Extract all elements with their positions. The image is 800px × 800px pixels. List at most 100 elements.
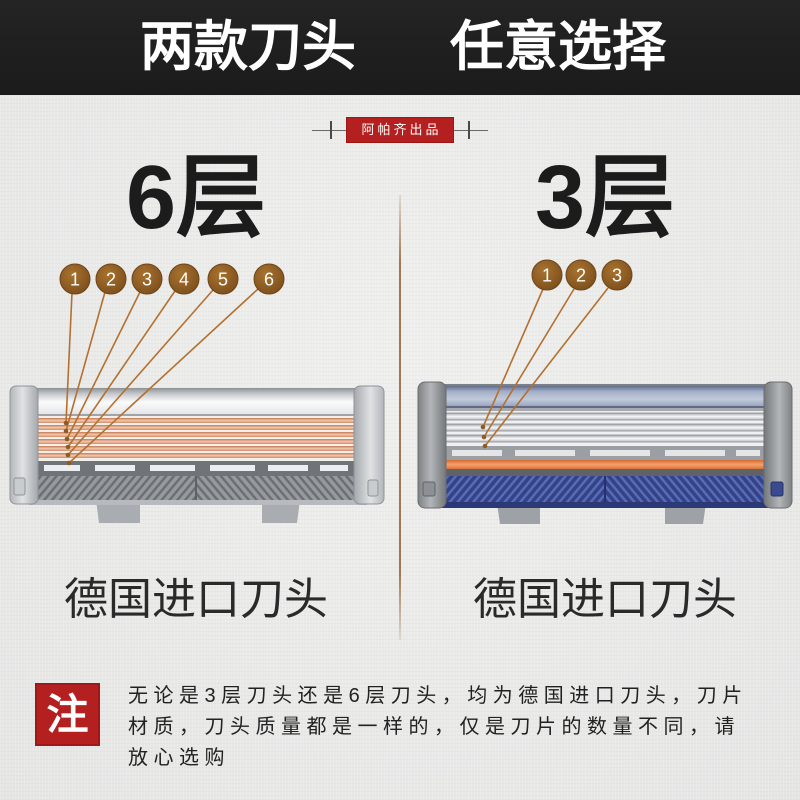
marker-number: 3 <box>142 270 152 290</box>
callout-line <box>483 288 575 438</box>
guard-slot <box>515 450 575 456</box>
end-cap <box>9 385 39 505</box>
comb-guard <box>440 476 605 504</box>
note-line: 材质，刀头质量都是一样的，仅是刀片的数量不同，请 <box>128 716 740 738</box>
blade <box>38 432 354 437</box>
marker-circle <box>131 263 163 295</box>
callout-line <box>67 289 214 456</box>
cartridge-foot <box>665 503 706 524</box>
marker-number: 4 <box>179 270 189 290</box>
marker-number: 2 <box>576 266 586 286</box>
guard-slot <box>736 450 760 456</box>
end-cap <box>763 381 793 509</box>
callout-dot <box>63 420 69 426</box>
banner-title-right: 任意选择 <box>450 17 666 77</box>
callout-dot <box>481 434 487 440</box>
end-cap <box>417 381 447 509</box>
end-clip <box>13 477 26 496</box>
six-layer-callout-dots <box>63 420 72 466</box>
callout-line <box>65 292 73 424</box>
note-badge: 注 <box>35 683 100 746</box>
marker-circle <box>253 263 285 295</box>
orange-strip <box>444 460 766 469</box>
end-clip <box>422 481 436 497</box>
blade <box>445 423 765 432</box>
blade-frame <box>444 408 766 411</box>
callout-line <box>484 287 609 447</box>
cartridge-foot <box>497 503 540 524</box>
marker-circle <box>565 259 597 291</box>
guard-slot <box>590 450 650 456</box>
blade <box>38 446 354 451</box>
note-text: 无论是3层刀头还是6层刀头，均为德国进口刀头，刀片 材质，刀头质量都是一样的，仅… <box>128 681 788 774</box>
guard-slot <box>210 465 255 471</box>
stamp-rule-right <box>454 130 488 131</box>
marker-number: 1 <box>70 270 80 290</box>
blade <box>38 425 354 430</box>
callout-dot <box>64 436 70 442</box>
marker-number: 3 <box>612 266 622 286</box>
note-line: 放心选购 <box>128 747 230 769</box>
marker-number: 6 <box>264 270 274 290</box>
three-layer-callouts <box>482 287 609 447</box>
six-layer-title: 6层 <box>125 148 267 248</box>
three-layer-markers: 1 2 3 <box>531 259 633 291</box>
comb-guard <box>605 476 770 504</box>
callout-dot <box>65 444 71 450</box>
lower-bar <box>444 469 766 476</box>
comb-guard <box>36 476 196 502</box>
marker-circle <box>531 259 563 291</box>
six-layer-callouts <box>65 288 259 464</box>
guard-slot <box>320 465 348 471</box>
callout-line <box>67 290 176 448</box>
guard-slot <box>665 450 725 456</box>
marker-number: 5 <box>218 270 228 290</box>
guard-slot <box>150 465 195 471</box>
comb-seam <box>195 476 197 502</box>
blade <box>445 412 765 421</box>
guard-slot <box>95 465 135 471</box>
marker-circle <box>601 259 633 291</box>
three-layer-callout-dots <box>480 424 488 449</box>
comb-seam <box>604 476 606 504</box>
end-cap <box>353 385 385 505</box>
six-layer-markers: 1 2 3 4 5 6 <box>59 263 285 295</box>
callout-dot <box>482 443 488 449</box>
callout-line <box>66 291 141 440</box>
guard-slot <box>44 465 80 471</box>
cartridge-foot <box>96 500 140 523</box>
blade <box>38 453 354 458</box>
three-layer-caption: 德国进口刀头 <box>473 575 737 624</box>
guard-bar <box>36 461 356 476</box>
marker-circle <box>207 263 239 295</box>
stamp-rule-left <box>312 130 346 131</box>
callout-line <box>68 288 259 464</box>
callout-dot <box>480 424 486 430</box>
callout-dot <box>63 428 69 434</box>
lubricating-strip <box>36 388 356 416</box>
callout-line <box>65 291 106 432</box>
blade <box>38 439 354 444</box>
column-divider <box>399 195 401 640</box>
bottom-rim <box>432 502 780 508</box>
stamp-tick-left <box>330 121 332 139</box>
cartridge-foot <box>262 500 300 523</box>
stamp-tick-right <box>468 121 470 139</box>
guard-slot <box>268 465 308 471</box>
marker-number: 1 <box>542 266 552 286</box>
bottom-rim <box>28 500 368 505</box>
three-layer-title: 3层 <box>534 148 676 248</box>
six-blade-cartridge <box>9 385 385 523</box>
strip-edge <box>36 414 356 416</box>
brand-stamp: 阿帕齐出品 <box>346 117 454 143</box>
guard-slot <box>452 450 502 456</box>
strip-edge <box>444 406 766 408</box>
marker-circle <box>59 263 91 295</box>
note-line: 无论是3层刀头还是6层刀头，均为德国进口刀头，刀片 <box>128 685 748 707</box>
callout-dot <box>65 452 71 458</box>
six-layer-caption: 德国进口刀头 <box>64 575 328 624</box>
banner-title-left: 两款刀头 <box>140 17 356 77</box>
lubricating-strip <box>444 386 766 408</box>
blade <box>38 418 354 423</box>
